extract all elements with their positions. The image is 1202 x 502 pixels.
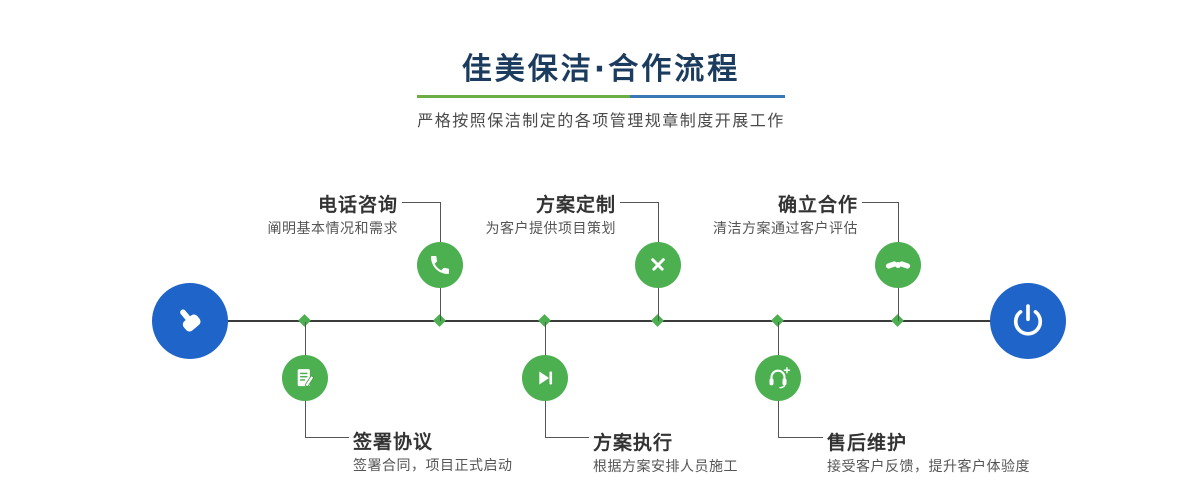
step-title-sign-agreement: 签署协议 [353, 431, 434, 453]
connector [658, 288, 659, 321]
timeline-line [190, 320, 1030, 322]
connector [898, 202, 899, 242]
connector [402, 202, 440, 203]
step-desc-after-sales: 接受客户反馈，提升客户体验度 [827, 459, 1030, 475]
connector [862, 202, 898, 203]
step-title-plan-execution: 方案执行 [593, 432, 674, 454]
timeline-start-node [152, 283, 228, 359]
step-node-plan-execution [522, 355, 568, 401]
step-desc-plan-execution: 根据方案安排人员施工 [593, 459, 738, 475]
step-desc-plan-customization: 为客户提供项目策划 [485, 221, 616, 237]
step-node-phone-consultation [417, 242, 463, 288]
connector [545, 437, 589, 438]
phone-icon [431, 256, 449, 274]
connector [305, 437, 349, 438]
underline-blue-segment [630, 95, 785, 98]
step-desc-sign-agreement: 签署合同，项目正式启动 [353, 458, 513, 474]
connector [305, 322, 306, 355]
underline-green-segment [417, 95, 631, 98]
step-node-after-sales [755, 355, 801, 401]
connector [440, 202, 441, 242]
step-desc-phone-consultation: 阐明基本情况和需求 [267, 221, 398, 237]
connector [658, 202, 659, 242]
contract-pen-icon [297, 369, 314, 387]
step-node-establish-cooperation [875, 242, 921, 288]
connector [778, 322, 779, 355]
step-node-sign-agreement [282, 355, 328, 401]
connector [778, 401, 779, 438]
connector [620, 202, 658, 203]
play-next-icon [539, 371, 553, 385]
connector [440, 288, 441, 321]
crossed-pencils-icon [651, 258, 665, 271]
step-desc-establish-cooperation: 清洁方案通过客户评估 [713, 221, 858, 237]
connector [545, 322, 546, 355]
connector [898, 288, 899, 321]
step-title-establish-cooperation: 确立合作 [777, 194, 858, 216]
pointing-hand-icon [180, 309, 201, 332]
title-underline [417, 95, 785, 98]
power-icon [1013, 304, 1043, 336]
step-title-phone-consultation: 电话咨询 [317, 194, 398, 216]
page-title: 佳美保洁·合作流程 [461, 52, 741, 87]
handshake-icon [885, 261, 911, 269]
page-subtitle: 严格按照保洁制定的各项管理规章制度开展工作 [417, 111, 785, 130]
step-node-plan-customization [635, 242, 681, 288]
timeline-end-node [990, 283, 1066, 359]
connector [778, 437, 823, 438]
headset-plus-icon [769, 367, 791, 389]
connector [305, 401, 306, 438]
step-title-after-sales: 售后维护 [827, 432, 908, 454]
step-title-plan-customization: 方案定制 [535, 194, 616, 216]
connector [545, 401, 546, 438]
